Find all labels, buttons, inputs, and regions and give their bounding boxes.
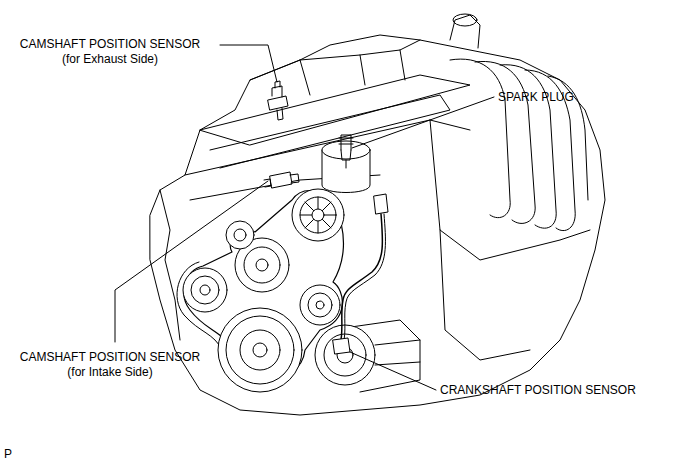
- engine-line-art: [234, 229, 246, 241]
- engine-line-art: [475, 61, 535, 223]
- engine-line-art: [300, 197, 336, 233]
- engine-line-art: [333, 338, 350, 354]
- engine-line-art: [210, 95, 450, 168]
- engine-line-art: [300, 285, 340, 325]
- engine-line-art: [375, 340, 420, 365]
- leader-line: [115, 181, 268, 342]
- part-label: CAMSHAFT POSITION SENSOR (for Exhaust Si…: [10, 37, 210, 67]
- engine-line-art: [339, 135, 353, 168]
- engine-line-art: [374, 194, 388, 214]
- engine-line-art: [292, 189, 344, 241]
- engine-line-art: [450, 59, 510, 218]
- engine-line-art: [450, 15, 480, 48]
- engine-line-art: [191, 276, 219, 304]
- part-label: CAMSHAFT POSITION SENSOR (for Intake Sid…: [10, 350, 210, 380]
- engine-line-art: [256, 259, 268, 271]
- engine-line-art: [500, 65, 556, 229]
- engine-line-art: [244, 247, 280, 283]
- engine-line-art: [270, 172, 292, 188]
- engine-line-art: [253, 343, 267, 357]
- engine-line-art: [226, 316, 294, 384]
- part-label: CRANKSHAFT POSITION SENSOR: [440, 383, 636, 398]
- engine-line-art: [340, 214, 382, 345]
- engine-line-art: [312, 209, 324, 221]
- engine-line-art: [200, 285, 210, 295]
- engine-line-art: [277, 108, 283, 120]
- engine-line-art: [324, 334, 366, 376]
- engine-line-art: [316, 301, 324, 309]
- engine-line-art: [264, 174, 299, 187]
- engine-line-art: [200, 75, 470, 145]
- part-label: SPARK PLUG: [498, 90, 574, 105]
- engine-line-art: [308, 293, 332, 317]
- engine-line-art: [268, 96, 288, 110]
- leader-line: [350, 352, 436, 390]
- engine-line-art: [440, 230, 530, 360]
- engine-line-art: [300, 50, 405, 95]
- engine-line-art: [183, 268, 227, 312]
- engine-line-art: [226, 221, 254, 249]
- engine-line-art: [430, 120, 590, 260]
- engine-line-art: [453, 14, 477, 26]
- leader-line: [352, 97, 494, 148]
- engine-line-art: [218, 308, 302, 392]
- engine-line-art: [160, 190, 180, 340]
- engine-line-art: [300, 197, 336, 233]
- engine-line-art: [150, 35, 605, 415]
- figure-code: P: [4, 447, 12, 462]
- engine-line-art: [272, 81, 282, 97]
- leader-line: [220, 45, 277, 82]
- engine-line-art: [240, 330, 280, 370]
- engine-line-art: [343, 214, 385, 345]
